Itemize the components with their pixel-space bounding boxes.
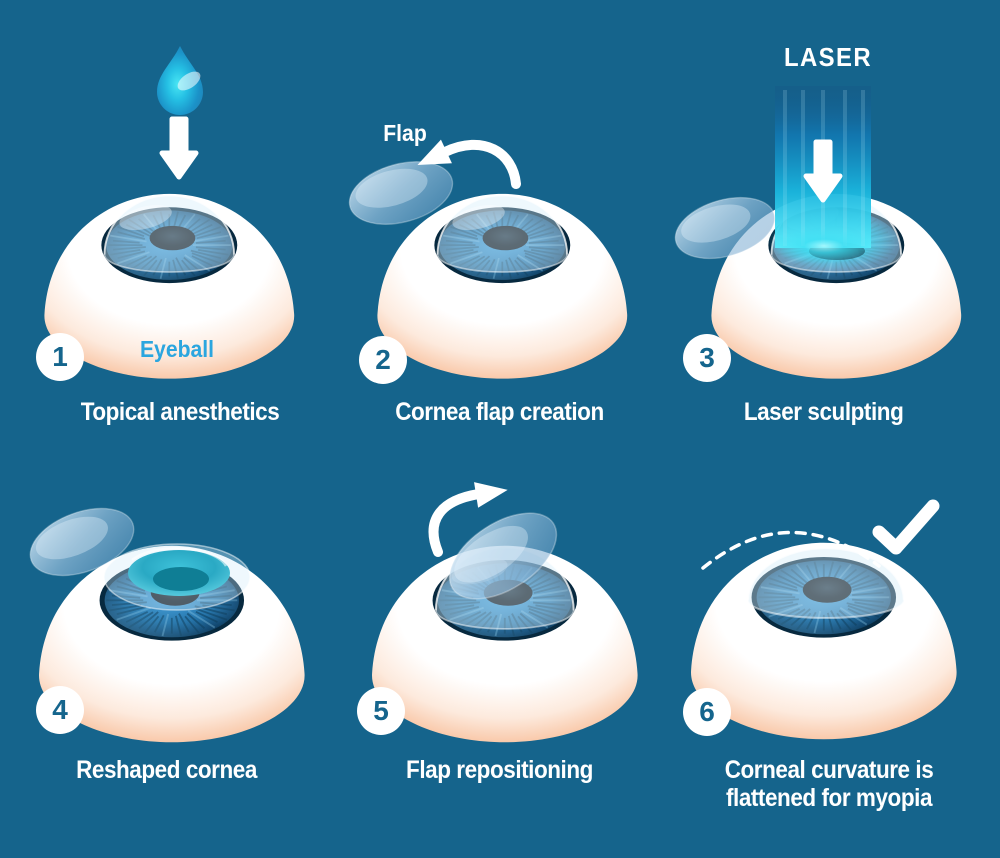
laser-beam	[772, 86, 876, 264]
reshaped-cornea-bowl	[103, 543, 251, 611]
step-5-badge: 5	[357, 687, 405, 735]
step-1-caption: Topical anesthetics	[80, 398, 280, 426]
panel-step-1-topical-anesthetics: Eyeball 1 Topical anesthetics	[0, 0, 333, 440]
down-arrow-icon	[162, 119, 196, 177]
eye-drop-icon	[157, 46, 204, 115]
step-4-caption: Reshaped cornea	[76, 756, 257, 784]
step-1-number: 1	[52, 341, 68, 372]
step-3-caption: Laser sculpting	[743, 398, 904, 426]
step-5-illustration	[371, 482, 639, 744]
step-3-badge: 3	[683, 334, 731, 382]
step-4-number: 4	[52, 694, 68, 725]
checkmark-icon	[872, 499, 940, 555]
panel-step-3-laser-sculpting: LASER 3 Laser sculpting	[667, 0, 1000, 440]
flattened-cornea-cap	[746, 546, 906, 619]
laser-label: LASER	[784, 42, 872, 72]
step-6-caption: Corneal curvature is flattened for myopi…	[724, 756, 934, 812]
step-1-badge: 1	[36, 333, 84, 381]
step-5-caption: Flap repositioning	[406, 756, 593, 784]
step-6-number: 6	[699, 696, 715, 727]
eyeball	[376, 192, 629, 380]
flap-label: Flap	[383, 120, 427, 146]
step-2-badge: 2	[359, 336, 407, 384]
step-3-illustration	[667, 86, 963, 380]
step-2-caption: Cornea flap creation	[395, 398, 604, 426]
panel-step-5-flap-repositioning: 5 Flap repositioning	[333, 440, 666, 858]
step-2-illustration	[341, 139, 629, 380]
panel-step-6-flattened-curvature: 6 Corneal curvature is flattened for myo…	[667, 440, 1000, 858]
step-5-number: 5	[373, 695, 389, 726]
step-6-badge: 6	[683, 688, 731, 736]
panel-step-4-reshaped-cornea: 4 Reshaped cornea	[0, 440, 333, 858]
step-4-illustration	[20, 494, 306, 744]
curved-arrow-left-icon	[417, 139, 521, 189]
dashed-cornea-outline	[701, 530, 881, 570]
curved-arrow-right-icon	[428, 482, 508, 557]
step-2-number: 2	[375, 344, 391, 375]
panel-step-2-cornea-flap-creation: Flap 2 Cornea flap creation	[333, 0, 666, 440]
step-4-badge: 4	[36, 686, 84, 734]
step-3-number: 3	[699, 342, 715, 373]
step-6-illustration	[690, 499, 958, 741]
eyeball-label: Eyeball	[139, 336, 215, 362]
